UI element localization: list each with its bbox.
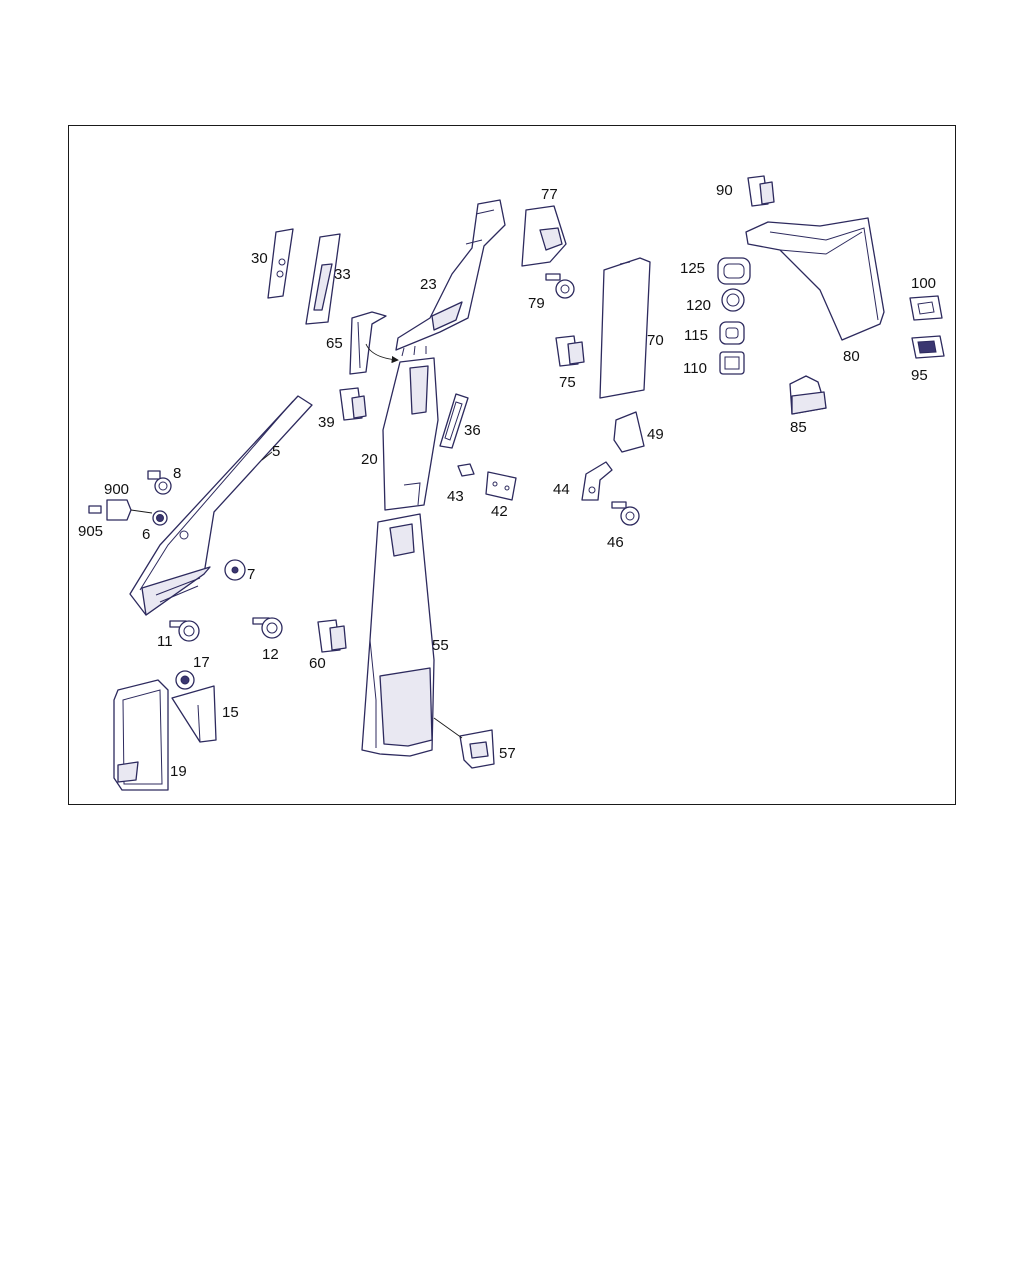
callout-5: 5	[272, 443, 280, 460]
part-5-a-pillar-trim	[129, 395, 313, 616]
callout-100: 100	[911, 275, 936, 292]
callout-6: 6	[142, 526, 150, 543]
callout-12: 12	[262, 646, 279, 663]
part-33-trim-strip	[305, 233, 341, 325]
callout-23: 23	[420, 276, 437, 293]
part-23-upper-pillar-trim	[395, 199, 506, 351]
part-39-clip	[339, 387, 367, 421]
part-85-cap	[789, 375, 827, 415]
part-11-screw	[169, 620, 200, 642]
part-8-clip	[147, 470, 172, 495]
callout-70: 70	[647, 332, 664, 349]
callout-19: 19	[170, 763, 187, 780]
callout-110: 110	[683, 360, 707, 377]
callout-125: 125	[680, 260, 705, 277]
part-77-trim-cap	[521, 205, 567, 267]
callout-42: 42	[491, 503, 508, 520]
part-42-plate	[485, 471, 517, 501]
callout-8: 8	[173, 465, 181, 482]
part-125-seal	[717, 257, 751, 285]
part-900-bracket	[106, 499, 132, 521]
callout-95: 95	[911, 367, 928, 384]
arrow-65-to-20	[365, 343, 399, 364]
part-115-seal	[719, 321, 745, 345]
callout-39: 39	[318, 414, 335, 431]
callout-46: 46	[607, 534, 624, 551]
part-17-plug	[175, 670, 195, 690]
callout-30: 30	[251, 250, 268, 267]
part-80-rear-pillar-trim	[745, 217, 885, 341]
part-20-pillar-trim	[382, 345, 439, 511]
part-43-pin	[457, 463, 475, 477]
part-44-bracket	[581, 461, 613, 501]
callout-44: 44	[553, 481, 570, 498]
callout-55: 55	[432, 637, 449, 654]
part-19-panel	[113, 679, 169, 791]
callout-11: 11	[157, 633, 173, 650]
part-65-bracket	[349, 311, 387, 375]
callout-17: 17	[193, 654, 210, 671]
part-57-step-cover	[459, 729, 495, 769]
callout-15: 15	[222, 704, 239, 721]
callout-36: 36	[464, 422, 481, 439]
callout-20: 20	[361, 451, 378, 468]
part-36-belt-guide	[439, 393, 469, 449]
part-95-bezel	[911, 335, 945, 359]
part-12-screw	[252, 617, 283, 639]
callout-115: 115	[684, 327, 708, 344]
part-120-ring	[721, 288, 745, 312]
part-55-lower-pillar-trim	[361, 513, 435, 757]
part-79-screw	[545, 273, 575, 299]
callout-labels: 5 6 7 8 11 12 15 17 19 20 23 30 33 36 39…	[78, 182, 936, 780]
callout-77: 77	[541, 186, 558, 203]
callout-60: 60	[309, 655, 326, 672]
callout-79: 79	[528, 295, 545, 312]
part-60-clip	[317, 619, 347, 653]
part-75-clip	[555, 335, 585, 367]
callout-900: 900	[104, 481, 129, 498]
callout-43: 43	[447, 488, 464, 505]
part-15-corner-trim	[171, 685, 217, 743]
callout-75: 75	[559, 374, 576, 391]
part-100-cover	[909, 295, 943, 321]
callout-85: 85	[790, 419, 807, 436]
part-30-trim-strip	[267, 228, 294, 299]
callout-65: 65	[326, 335, 343, 352]
part-90-clip	[747, 175, 775, 207]
callout-80: 80	[843, 348, 860, 365]
callout-57: 57	[499, 745, 516, 762]
callout-90: 90	[716, 182, 733, 199]
callout-49: 49	[647, 426, 664, 443]
part-7-cover-disc	[224, 559, 246, 581]
callout-7: 7	[247, 566, 255, 583]
part-46-screw	[611, 501, 640, 526]
callout-33: 33	[334, 266, 351, 283]
part-6-grommet	[152, 510, 168, 526]
part-70-c-pillar-trim	[599, 257, 651, 399]
callout-120: 120	[686, 297, 711, 314]
part-49-cover	[613, 411, 645, 453]
part-905-pin	[88, 505, 102, 514]
callout-905: 905	[78, 523, 103, 540]
part-110-seal	[719, 351, 745, 375]
